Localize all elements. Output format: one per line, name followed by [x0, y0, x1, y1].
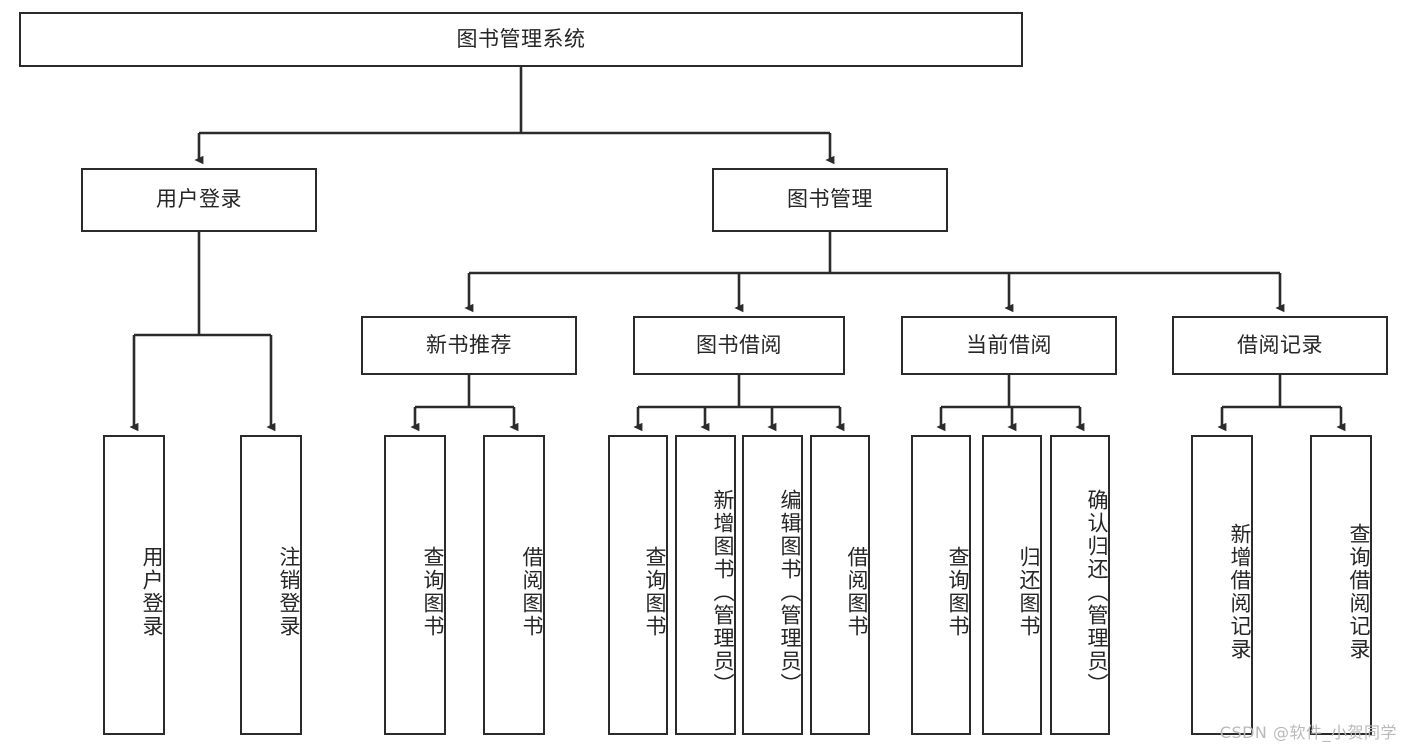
leaf-query-book-1-label: 查询图书: [421, 546, 445, 638]
leaf-logout[interactable]: 注销登录: [240, 435, 302, 735]
leaf-query-book-2-label: 查询图书: [643, 546, 667, 638]
leaf-borrow-book-1[interactable]: 借阅图书: [483, 435, 545, 735]
leaf-add-borrow-record[interactable]: 新增借阅记录: [1191, 435, 1253, 735]
leaf-confirm-return[interactable]: 确认归还（管理员）: [1050, 435, 1110, 735]
node-current-borrow-label: 当前借阅: [966, 332, 1052, 357]
node-book-borrow-label: 图书借阅: [696, 332, 782, 357]
leaf-query-book-3[interactable]: 查询图书: [911, 435, 971, 735]
leaf-query-book-1[interactable]: 查询图书: [384, 435, 446, 735]
leaf-logout-label: 注销登录: [277, 546, 301, 638]
leaf-add-book[interactable]: 新增图书（管理员）: [675, 435, 736, 735]
csdn-watermark: CSDN @软件_小贺同学: [1219, 723, 1397, 742]
leaf-borrow-book-2[interactable]: 借阅图书: [810, 435, 870, 735]
node-root-label: 图书管理系统: [456, 26, 586, 51]
leaf-add-borrow-record-label: 新增借阅记录: [1228, 523, 1252, 661]
leaf-add-book-label: 新增图书（管理员）: [711, 488, 735, 696]
node-borrow-record-label: 借阅记录: [1237, 332, 1323, 357]
leaf-borrow-book-2-label: 借阅图书: [845, 546, 869, 638]
leaf-borrow-book-1-label: 借阅图书: [520, 546, 544, 638]
node-root[interactable]: 图书管理系统: [19, 12, 1023, 67]
leaf-query-book-3-label: 查询图书: [946, 546, 970, 638]
leaf-confirm-return-label: 确认归还（管理员）: [1085, 488, 1109, 696]
node-current-borrow[interactable]: 当前借阅: [901, 316, 1117, 375]
node-borrow-record[interactable]: 借阅记录: [1172, 316, 1388, 375]
leaf-query-book-2[interactable]: 查询图书: [608, 435, 668, 735]
node-user-login-label: 用户登录: [156, 187, 242, 212]
node-new-book-recommend-label: 新书推荐: [426, 332, 512, 357]
node-book-manage-label: 图书管理: [787, 187, 873, 212]
leaf-edit-book-label: 编辑图书（管理员）: [778, 488, 802, 696]
leaf-user-login[interactable]: 用户登录: [103, 435, 165, 735]
node-book-borrow[interactable]: 图书借阅: [633, 316, 845, 375]
leaf-return-book[interactable]: 归还图书: [982, 435, 1042, 735]
leaf-user-login-label: 用户登录: [140, 546, 164, 638]
leaf-query-borrow-record-label: 查询借阅记录: [1347, 523, 1371, 661]
leaf-query-borrow-record[interactable]: 查询借阅记录: [1310, 435, 1372, 735]
node-user-login[interactable]: 用户登录: [81, 168, 317, 232]
leaf-edit-book[interactable]: 编辑图书（管理员）: [742, 435, 803, 735]
node-new-book-recommend[interactable]: 新书推荐: [361, 316, 577, 375]
leaf-return-book-label: 归还图书: [1017, 546, 1041, 638]
node-book-manage[interactable]: 图书管理: [712, 168, 948, 232]
